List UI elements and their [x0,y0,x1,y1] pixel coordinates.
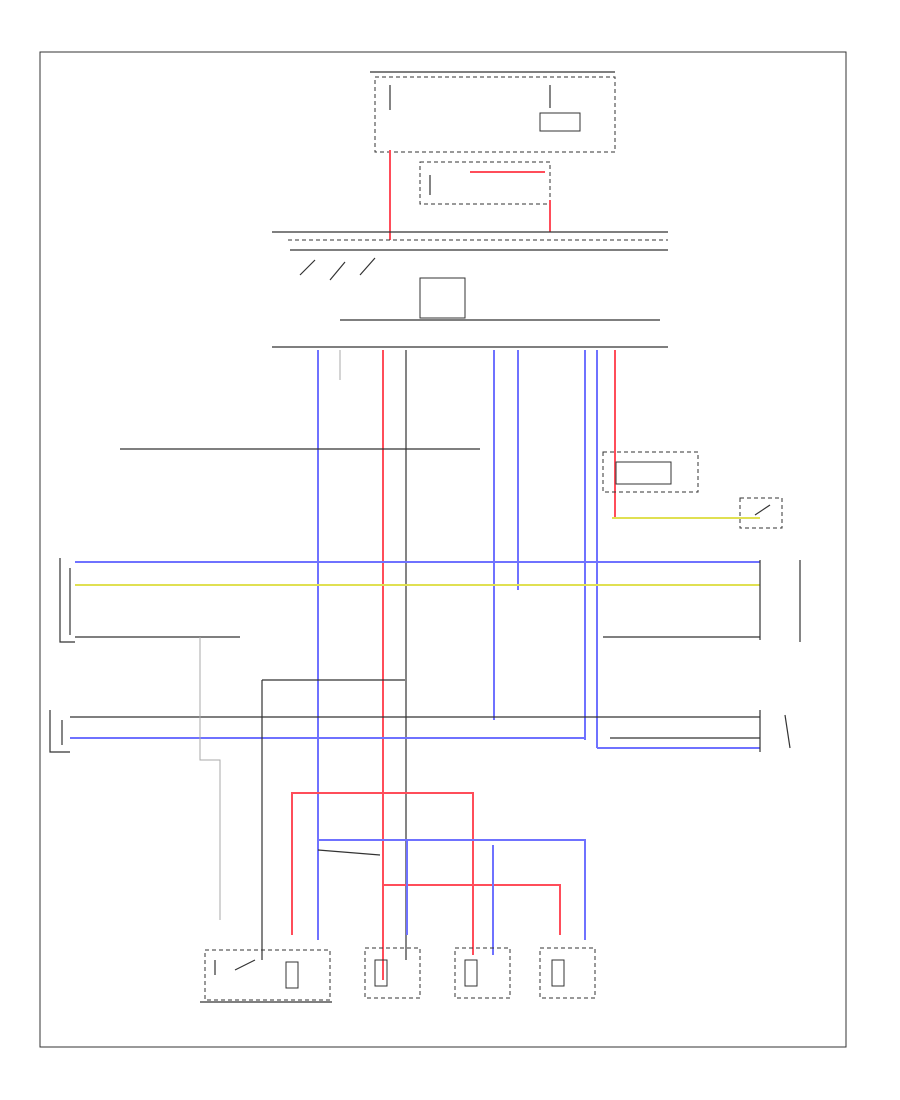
left-key-cylinder [49,710,70,753]
red-wire-rr [383,884,561,935]
fuse-box [370,71,616,153]
diagram-frame [39,51,847,1048]
red-wire-loop [291,792,474,955]
lock-relay-right [602,451,699,493]
rr-door-lock-actuator [539,947,596,999]
blue-wire-loop [318,839,586,940]
lr-door-lock-actuator [454,947,511,999]
black-wire-splice [317,849,381,856]
gray-wire-left [199,637,221,920]
lf-door-lock-actuator [200,949,332,1003]
rf-door-lock-actuator [364,947,421,999]
right-key-cylinder [759,710,791,752]
right-door-switch [759,560,801,642]
right-key-switch [739,497,783,529]
left-door-switch [59,558,75,643]
junction-relay [419,161,551,205]
main-control-unit [272,231,668,348]
